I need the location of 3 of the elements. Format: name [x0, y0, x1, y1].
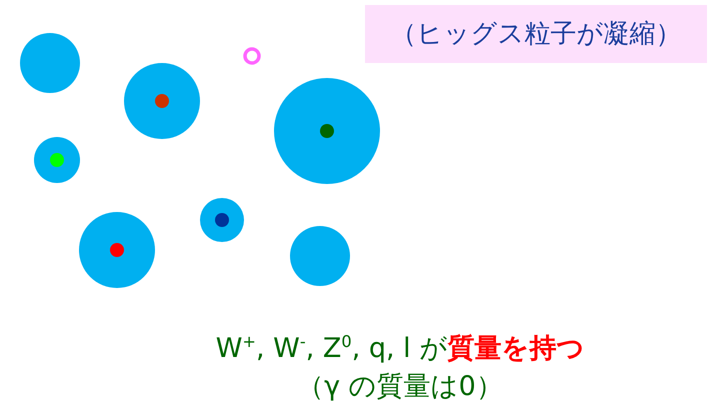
- caption-text: W$^{+}$, W$^{-}$, Z$^{0}$, q, l が質量を持つ: [214, 331, 586, 366]
- note-banner: （ヒッグス粒子が凝縮）: [365, 5, 707, 63]
- caption-text: （γ の質量は0）: [296, 370, 504, 404]
